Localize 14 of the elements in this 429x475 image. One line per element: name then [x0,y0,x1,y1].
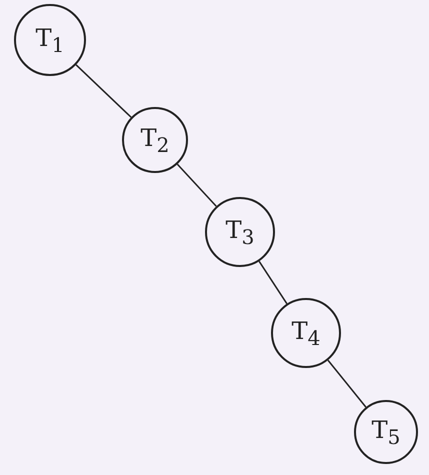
connector-line [76,64,132,118]
circle-node [354,400,418,464]
circle-node [205,197,275,267]
node-label: T$_{5}$ [372,416,400,448]
connector-line [176,164,217,207]
node-label: T$_{3}$ [226,216,254,248]
connector-line [258,260,288,304]
node-label: T$_{2}$ [140,124,170,156]
circle-node [271,298,341,368]
node-label: T$_{1}$ [36,24,64,56]
circle-node [14,4,86,76]
circle-node [122,107,188,173]
connector-line [327,360,366,408]
node-label: T$_{4}$ [292,316,320,350]
